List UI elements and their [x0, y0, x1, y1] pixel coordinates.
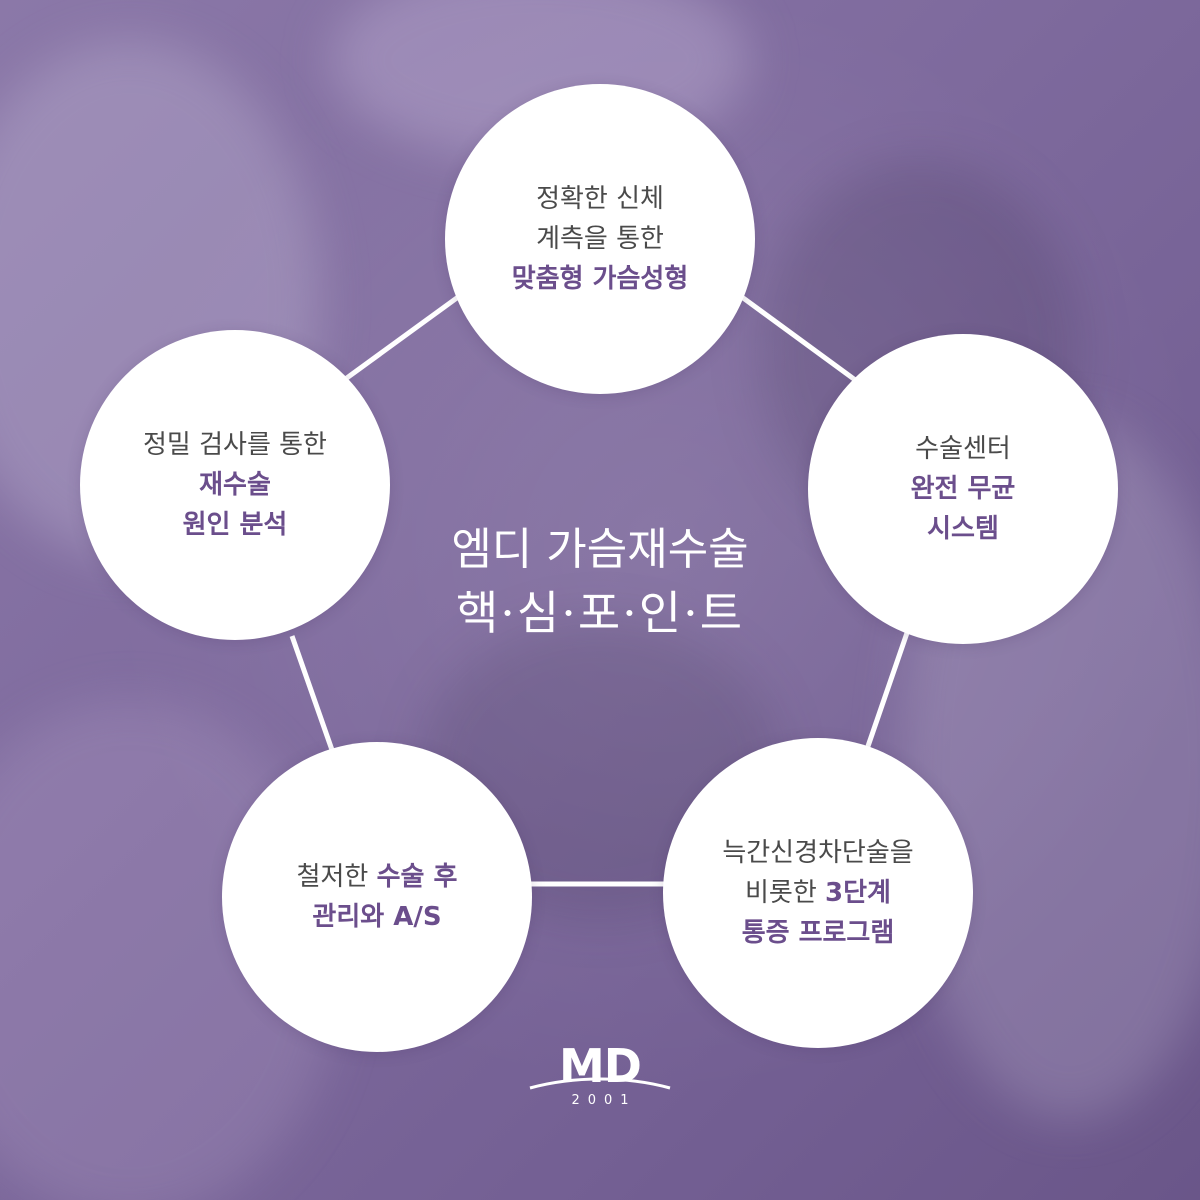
circle-highlight: 완전 무균 [910, 474, 1016, 504]
logo-wordmark: MD [559, 1039, 642, 1093]
circle-highlight: 수술 후 [376, 862, 458, 892]
center-title-line1: 엠디 가슴재수술 [451, 524, 749, 575]
point-circle-bottom-right: 늑간신경차단술을 비롯한 3단계 통증 프로그램 [663, 738, 973, 1048]
circle-text: 늑간신경차단술을 [722, 838, 914, 868]
connector-left-bottomleft [289, 635, 335, 751]
point-circle-right: 수술센터 완전 무균 시스템 [808, 334, 1118, 644]
circle-text-mixed: 철저한 수술 후 [297, 857, 458, 897]
circle-highlight: 재수술 [199, 470, 271, 500]
circle-text: 정밀 검사를 통한 [143, 430, 327, 460]
circle-highlight: 시스템 [927, 514, 999, 544]
point-circle-left: 정밀 검사를 통한 재수술 원인 분석 [80, 330, 390, 640]
circle-text: 계측을 통한 [536, 224, 664, 254]
logo-swoosh-icon [529, 1077, 671, 1090]
circle-text-mixed: 비롯한 3단계 [745, 873, 891, 913]
circle-highlight: 3단계 [825, 878, 891, 908]
circle-highlight: 통증 프로그램 [741, 918, 895, 948]
circle-highlight: 맞춤형 가슴성형 [511, 264, 689, 294]
md-logo: MD 2001 [524, 1040, 676, 1120]
circle-text: 수술센터 [915, 434, 1011, 464]
logo-year: 2001 [571, 1093, 637, 1108]
connector-right-bottomright [863, 629, 911, 753]
connector-top-right [733, 289, 860, 385]
connector-top-left [342, 289, 467, 383]
circle-text: 철저한 [296, 862, 377, 892]
circle-text: 정확한 신체 [536, 184, 664, 214]
circle-text: 비롯한 [745, 878, 826, 908]
circle-highlight: 관리와 A/S [312, 902, 442, 932]
circle-highlight: 원인 분석 [182, 510, 288, 540]
center-title: 엠디 가슴재수술 핵·심·포·인·트 [360, 520, 840, 646]
point-circle-top: 정확한 신체 계측을 통한 맞춤형 가슴성형 [445, 84, 755, 394]
center-title-line2: 핵·심·포·인·트 [455, 586, 745, 640]
point-circle-bottom-left: 철저한 수술 후 관리와 A/S [222, 742, 532, 1052]
